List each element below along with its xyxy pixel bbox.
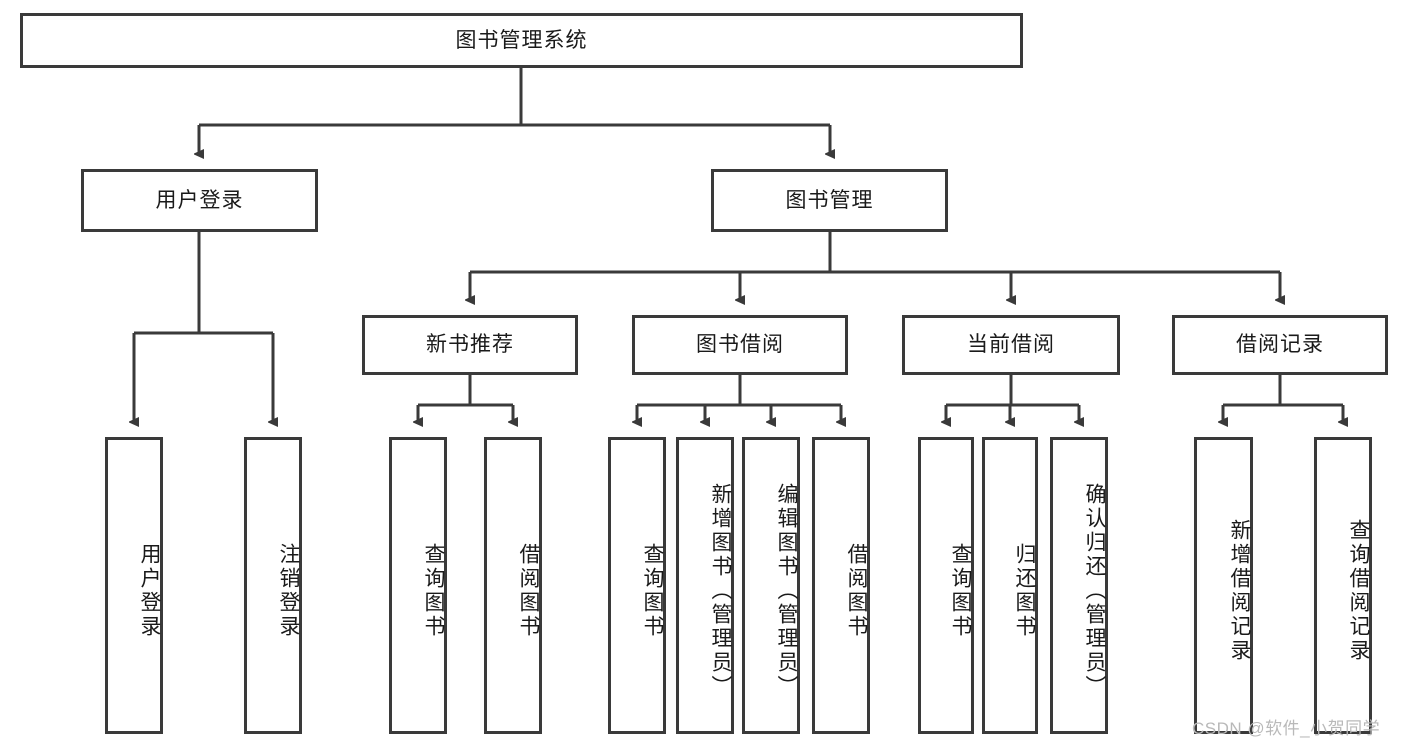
- node-book-management-label: 图书管理: [785, 188, 874, 212]
- node-root[interactable]: 图书管理系统: [20, 13, 1023, 68]
- leaf-user-login[interactable]: 用户登录: [105, 437, 163, 734]
- leaf-confirm-return-admin-label: 确认归还（管理员）: [1083, 482, 1106, 699]
- leaf-query-book-newbook[interactable]: 查询图书: [389, 437, 447, 734]
- leaf-query-book-borrow[interactable]: 查询图书: [608, 437, 666, 734]
- leaf-edit-book-admin-label: 编辑图书（管理员）: [775, 482, 798, 699]
- node-root-label: 图书管理系统: [455, 28, 588, 52]
- leaf-borrow-book-label: 借阅图书: [845, 542, 868, 639]
- leaf-borrow-book-newbook-label: 借阅图书: [517, 542, 540, 639]
- node-book-borrow[interactable]: 图书借阅: [632, 315, 848, 375]
- leaf-user-login-label: 用户登录: [138, 542, 161, 639]
- leaf-logout[interactable]: 注销登录: [244, 437, 302, 734]
- node-borrow-record-label: 借阅记录: [1236, 333, 1324, 357]
- node-current-borrow-label: 当前借阅: [967, 333, 1055, 357]
- node-new-book-recommend[interactable]: 新书推荐: [362, 315, 578, 375]
- leaf-logout-label: 注销登录: [277, 542, 300, 639]
- leaf-add-borrow-record[interactable]: 新增借阅记录: [1194, 437, 1253, 734]
- leaf-add-book-admin-label: 新增图书（管理员）: [709, 482, 732, 699]
- node-current-borrow[interactable]: 当前借阅: [902, 315, 1120, 375]
- leaf-query-borrow-record-label: 查询借阅记录: [1347, 518, 1370, 663]
- node-book-management[interactable]: 图书管理: [711, 169, 948, 232]
- leaf-borrow-book-newbook[interactable]: 借阅图书: [484, 437, 542, 734]
- node-user-login-label: 用户登录: [155, 188, 244, 212]
- csdn-watermark: CSDN @软件_小贺同学: [1192, 719, 1381, 738]
- leaf-query-borrow-record[interactable]: 查询借阅记录: [1314, 437, 1372, 734]
- leaf-return-book-label: 归还图书: [1013, 542, 1036, 639]
- leaf-query-book-current-label: 查询图书: [949, 542, 972, 639]
- leaf-borrow-book[interactable]: 借阅图书: [812, 437, 870, 734]
- leaf-edit-book-admin[interactable]: 编辑图书（管理员）: [742, 437, 800, 734]
- leaf-query-book-borrow-label: 查询图书: [641, 542, 664, 639]
- leaf-add-borrow-record-label: 新增借阅记录: [1228, 518, 1251, 663]
- leaf-return-book[interactable]: 归还图书: [982, 437, 1038, 734]
- node-borrow-record[interactable]: 借阅记录: [1172, 315, 1388, 375]
- leaf-query-book-current[interactable]: 查询图书: [918, 437, 974, 734]
- node-user-login[interactable]: 用户登录: [81, 169, 318, 232]
- node-new-book-recommend-label: 新书推荐: [426, 333, 514, 357]
- leaf-add-book-admin[interactable]: 新增图书（管理员）: [676, 437, 734, 734]
- leaf-query-book-newbook-label: 查询图书: [422, 542, 445, 639]
- node-book-borrow-label: 图书借阅: [696, 333, 784, 357]
- leaf-confirm-return-admin[interactable]: 确认归还（管理员）: [1050, 437, 1108, 734]
